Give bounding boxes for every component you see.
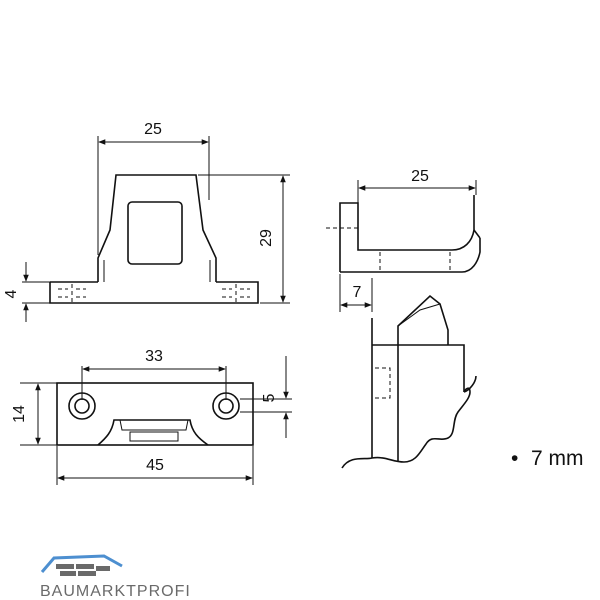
brand-logo: BAUMARKTPROFI — [40, 554, 191, 600]
logo-brick-icon — [96, 566, 110, 571]
side-offset-ext — [339, 274, 373, 312]
side-view: 25 7 — [326, 168, 481, 469]
side-strike-corner — [473, 229, 481, 239]
front-width-ext — [97, 136, 210, 255]
logo-roof-icon — [40, 554, 123, 573]
plan-recess-inner — [119, 419, 189, 431]
plan-width-label: 45 — [146, 457, 164, 474]
plan-depth-label: 14 — [11, 405, 28, 423]
front-flange-ext — [22, 281, 50, 304]
plan-spacing-ext — [81, 366, 227, 400]
side-break-line — [341, 387, 471, 469]
plan-width-ext — [56, 446, 254, 485]
plan-outline — [56, 382, 254, 446]
logo-brick-icon — [60, 571, 76, 576]
front-view: 25 29 4 — [3, 121, 290, 322]
plan-depth-ext — [20, 382, 57, 446]
side-strike-outline — [339, 195, 475, 272]
note-bullet: • — [511, 447, 518, 470]
size-note: • 7 mm — [511, 447, 584, 470]
front-flange-label: 4 — [3, 289, 20, 298]
side-width-ext — [357, 180, 477, 248]
side-offset-label: 7 — [353, 284, 362, 301]
side-strike-bottom — [340, 238, 481, 273]
plan-view: 33 45 14 5 — [11, 348, 292, 485]
front-hole-right-hidden — [222, 284, 250, 302]
side-catch-hidden — [375, 367, 391, 399]
side-catch-latch — [397, 294, 449, 345]
side-width-label: 25 — [411, 168, 429, 185]
front-base-plate — [49, 281, 259, 304]
logo-brick-icon — [76, 564, 94, 569]
front-height-ext — [198, 174, 290, 304]
front-body-outline — [97, 174, 217, 282]
logo-brick-icon — [78, 571, 96, 576]
side-strike-hidden — [379, 252, 451, 270]
side-break-tail — [463, 375, 477, 393]
plan-hole-right-inner — [218, 398, 234, 414]
side-catch-latch-line — [397, 303, 441, 327]
front-hole-left-hidden — [58, 284, 86, 302]
plan-hole-left-inner — [74, 398, 90, 414]
plan-offset-label: 5 — [261, 393, 278, 402]
logo-brick-icon — [56, 564, 74, 569]
plan-recess-slot — [129, 431, 179, 442]
front-window — [127, 201, 183, 265]
note-text: 7 mm — [531, 447, 584, 470]
plan-spacing-label: 33 — [145, 348, 163, 365]
plan-recess — [97, 419, 209, 446]
side-catch-plate — [372, 344, 465, 392]
plan-offset-ext — [240, 398, 292, 413]
front-height-label: 29 — [258, 229, 275, 247]
front-width-label: 25 — [144, 121, 162, 138]
logo-text: BAUMARKTPROFI — [40, 583, 191, 600]
